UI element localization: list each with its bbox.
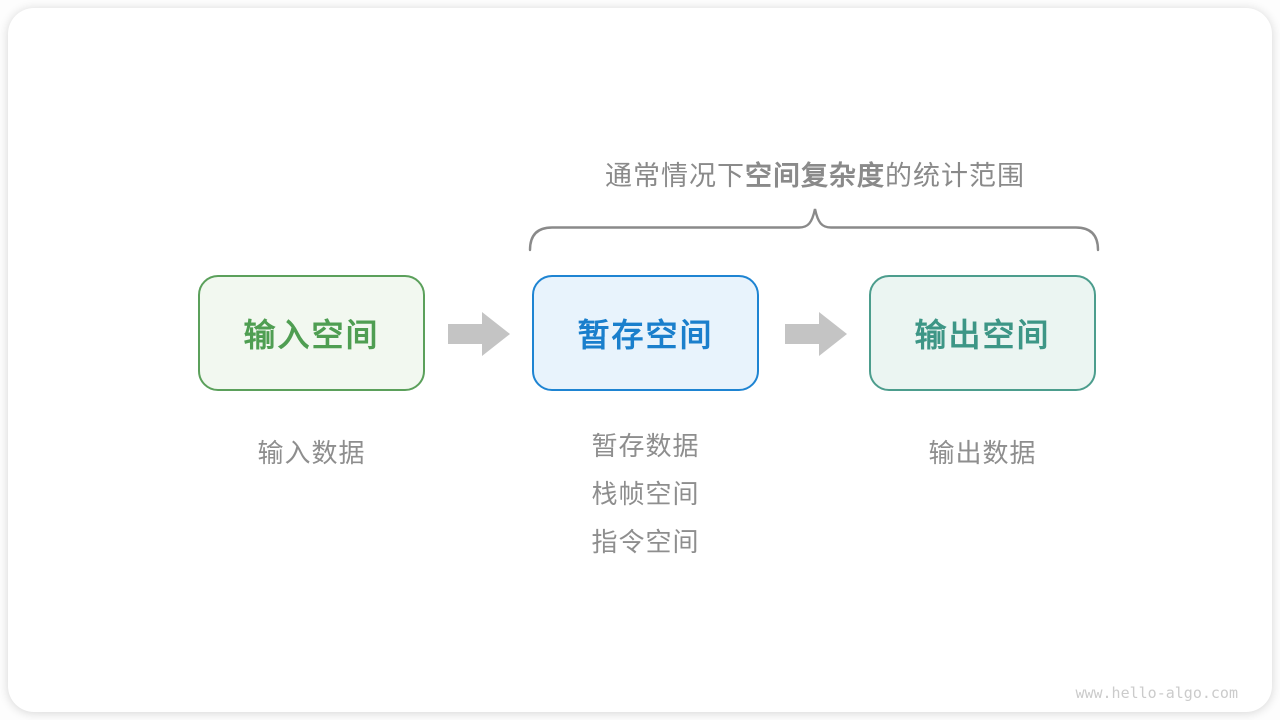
annotation-temporary-data: 暂存数据: [591, 431, 700, 461]
box-temporary-space-label: 暂存空间: [577, 317, 714, 353]
brace-bracket: [528, 208, 1100, 252]
box-input-space-label: 输入空间: [243, 317, 380, 353]
title-emphasis: 空间复杂度: [745, 161, 885, 191]
box-input-space: 输入空间: [198, 275, 425, 391]
arrow-right-icon: [785, 312, 847, 356]
diagram-card: 通常情况下空间复杂度的统计范围 输入空间 暂存空间 输出空间 输入数据 暂存数据…: [8, 8, 1272, 712]
annotation-instruction-space: 指令空间: [591, 527, 700, 557]
annotation-output-data: 输出数据: [928, 438, 1037, 468]
box-temporary-space: 暂存空间: [532, 275, 759, 391]
annotation-stack-frame-space: 栈帧空间: [591, 479, 700, 509]
box-output-space-label: 输出空间: [914, 317, 1051, 353]
annotation-input-data: 输入数据: [257, 438, 366, 468]
watermark-url: www.hello-algo.com: [1075, 684, 1238, 702]
title-prefix: 通常情况下: [605, 161, 745, 191]
arrow-right-icon: [448, 312, 510, 356]
annotation-temporary-list: 暂存数据 栈帧空间 指令空间: [532, 433, 759, 556]
box-output-space: 输出空间: [869, 275, 1096, 391]
diagram-title: 通常情况下空间复杂度的统计范围: [529, 154, 1101, 193]
title-suffix: 的统计范围: [885, 161, 1025, 191]
